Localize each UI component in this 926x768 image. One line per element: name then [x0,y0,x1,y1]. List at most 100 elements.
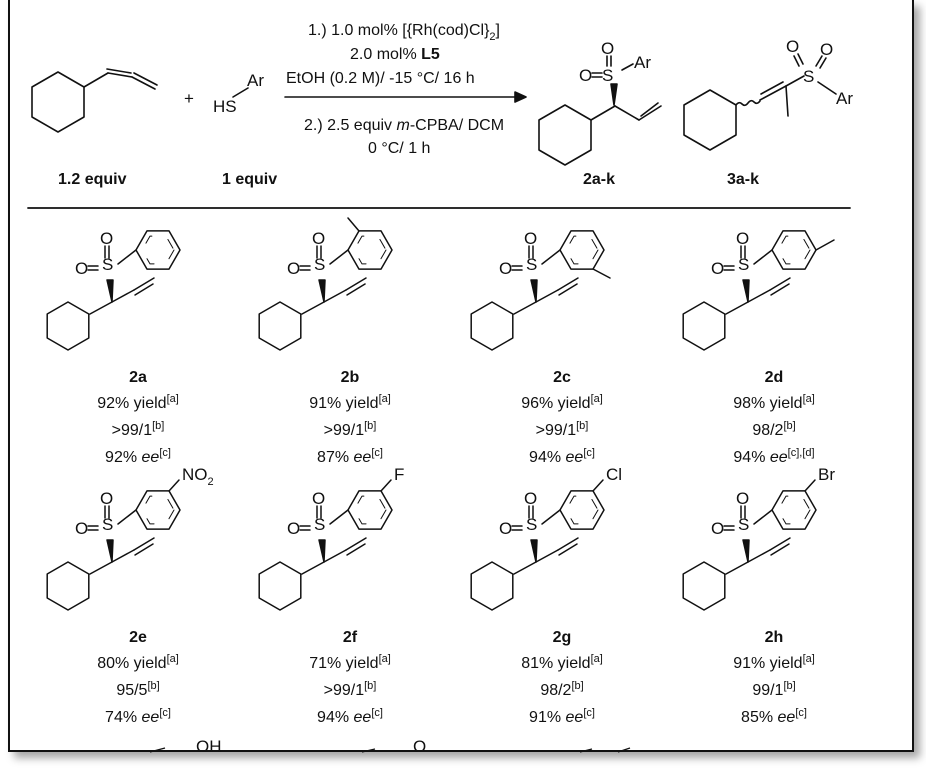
cutoff-oh-label: OH [196,737,222,756]
ratio-text: 98/2[b] [752,420,795,439]
product-3ak-structure [683,53,837,151]
vinyl-bond [346,283,366,296]
stereo-wedge [106,539,114,563]
ratio-text: 98/2[b] [540,680,583,699]
vinyl-bond [323,289,347,303]
ratio-text: 99/1[b] [752,680,795,699]
aryl-inner-bonds [353,235,387,265]
cutoff-o-label: O [413,737,426,756]
vinyl-bond [346,543,366,556]
allene-equiv-label: 1.2 equiv [58,171,127,188]
ratio-text: 95/5[b] [116,680,159,699]
c-s-bond [541,249,561,265]
thiol-equiv-label: 1 equiv [222,171,277,188]
aryl-inner-bonds [141,495,175,525]
vinyl-bond [769,537,791,551]
ee-text: 94% ee[c] [529,447,595,466]
ee-text: 91% ee[c] [529,707,595,726]
compound-structure [258,217,393,351]
c-s-bond [541,509,561,525]
oxygen-label-left: O [499,259,512,278]
compound-structure [46,230,181,351]
ratio-text: >99/1[b] [324,680,377,699]
stereo-wedge [742,279,750,303]
product-2ak-structure [538,55,662,166]
yield-text: 92% yield[a] [97,393,179,412]
vinyl-bond [134,543,154,556]
aryl-inner-bonds [777,235,811,265]
oxygen-label-left: O [711,519,724,538]
oxygen-label-top: O [312,229,325,248]
yield-text: 80% yield[a] [97,653,179,672]
oxygen-label-top: O [524,489,537,508]
sulfur-label: S [314,515,325,534]
condition-line-5: 0 °C/ 1 h [368,140,430,157]
vinyl-bond [558,543,578,556]
substituent-bond [592,479,604,492]
compound-id: 2b [341,369,360,386]
vinyl-bond [747,549,771,563]
aryl-inner-bonds [141,235,175,265]
oxygen-label-left: O [287,519,300,538]
aryl-ring [559,490,605,530]
oxygen-label-top: O [100,229,113,248]
aryl-ring [347,230,393,270]
aryl-ring [135,230,181,270]
ee-text: 85% ee[c] [741,707,807,726]
product3-o-right: O [820,40,833,59]
aryl-ring [347,490,393,530]
vinyl-bond [323,549,347,563]
cyclohexyl-ring [682,561,726,611]
hs-label: HS [213,97,237,116]
compound-id: 2h [765,629,784,646]
ee-text: 92% ee[c] [105,447,171,466]
stereo-wedge [742,539,750,563]
cyclohexyl-bond [301,561,325,575]
cyclohexyl-ring [470,561,514,611]
compound-structure [470,230,611,351]
aryl-inner-bonds [565,495,599,525]
vinyl-bond [557,537,579,551]
product-3ak-label: 3a-k [727,171,759,188]
aryl-inner-bonds [777,495,811,525]
sulfur-label: S [738,255,749,274]
vinyl-bond [535,549,559,563]
compound-id: 2g [553,629,572,646]
cutoff-row: OH O [149,737,631,756]
substituent-label: NO2 [182,465,214,488]
aryl-ring [771,230,817,270]
sulfur-label: S [102,255,113,274]
substituent-label: F [394,465,404,484]
oxygen-label-top: O [312,489,325,508]
oxygen-label-top: O [524,229,537,248]
oxygen-label-top: O [736,229,749,248]
compound-structure [682,479,817,611]
methyl-bond [592,268,611,279]
aryl-inner-bonds [565,235,599,265]
cyclohexyl-ring [46,301,90,351]
cyclohexyl-bond [725,561,749,575]
ee-text: 94% ee[c],[d] [733,447,814,466]
oxygen-label-left: O [287,259,300,278]
c-s-bond [753,249,773,265]
yield-text: 91% yield[a] [733,653,815,672]
allene-structure [31,68,158,133]
scheme-frame [8,0,914,752]
vinyl-bond [769,277,791,291]
compound-id: 2c [553,369,571,386]
oxygen-label-left: O [711,259,724,278]
reaction-arrow [284,91,527,103]
header-text: HS Ar + 1.) 1.0 mol% [{Rh(cod)Cl}2] 2.0 … [58,22,853,188]
condition-line-4: 2.) 2.5 equiv m-CPBA/ DCM [304,117,504,134]
aryl-ring [771,490,817,530]
sulfur-label: S [526,255,537,274]
yield-text: 96% yield[a] [521,393,603,412]
ratio-text: >99/1[b] [536,420,589,439]
sulfur-label: S [102,515,113,534]
vinyl-bond [770,543,790,556]
sulfur-label: S [738,515,749,534]
